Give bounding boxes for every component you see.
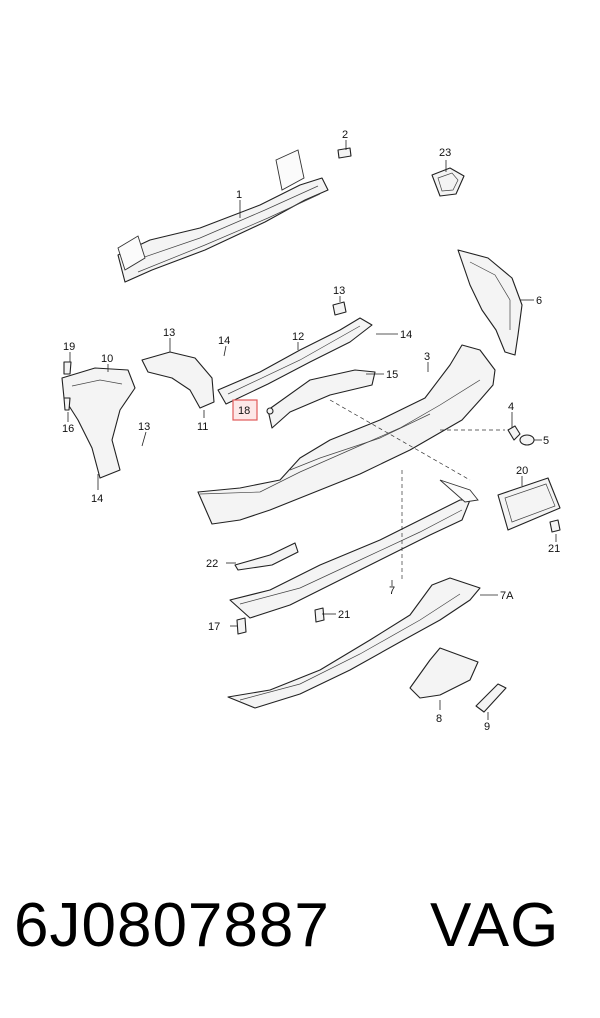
part-2-bolt <box>337 147 352 159</box>
callout-14-right: 14 <box>400 329 412 341</box>
part-21-bolt-lower <box>314 607 325 623</box>
part-17-bolt <box>236 617 247 635</box>
part-7a-lower-diffuser <box>227 577 481 709</box>
part-13-clip-upper <box>332 301 347 316</box>
callout-7a: 7A <box>500 590 514 602</box>
footer: 6J0807887 VAG <box>0 890 600 980</box>
part-10-side-bracket <box>61 367 136 479</box>
callout-21-right: 21 <box>548 543 560 555</box>
callout-12: 12 <box>292 331 304 343</box>
callout-14-bottom: 14 <box>91 493 103 505</box>
callout-18: 18 <box>238 405 250 417</box>
callout-20: 20 <box>516 465 528 477</box>
part-16-screw <box>63 397 71 411</box>
part-5-sensor-holder <box>519 434 535 446</box>
part-19-clip <box>63 361 72 375</box>
part-1-reinforcement-beam <box>117 149 329 283</box>
part-number: 6J0807887 <box>14 891 330 960</box>
callout-11: 11 <box>197 421 208 433</box>
part-15-inner-strip <box>267 369 376 429</box>
part-21-bolt-right <box>549 519 561 533</box>
part-8-cover <box>409 647 479 699</box>
callout-21-lower: 21 <box>338 609 350 621</box>
callout-6: 6 <box>536 295 542 307</box>
callout-7: 7 <box>389 585 395 597</box>
callout-19: 19 <box>63 341 75 353</box>
part-18-nut <box>266 407 274 415</box>
brand-name: VAG <box>430 891 560 960</box>
part-23-clip <box>431 167 465 197</box>
callout-17: 17 <box>208 621 220 633</box>
callout-10: 10 <box>101 353 113 365</box>
callout-14-left: 14 <box>218 335 230 347</box>
callout-18-highlight <box>232 399 258 421</box>
part-6-side-guide <box>457 249 523 356</box>
part-3-bumper-cover <box>197 344 496 525</box>
callout-8: 8 <box>436 713 442 725</box>
callout-22: 22 <box>206 558 218 570</box>
callout-15: 15 <box>386 369 398 381</box>
parts-diagram: 1 2 3 4 5 6 7 7A 8 9 10 11 12 13 13 13 1… <box>61 129 561 733</box>
part-9-trim <box>475 683 507 713</box>
callout-1: 1 <box>236 189 242 201</box>
part-20-plate-holder <box>497 477 561 531</box>
callout-16: 16 <box>62 423 74 435</box>
callout-13-top: 13 <box>333 285 345 297</box>
callout-13-side: 13 <box>138 421 150 433</box>
part-7-diffuser <box>229 479 479 619</box>
part-4-sensor <box>507 425 521 441</box>
callout-4: 4 <box>508 401 514 413</box>
callout-5: 5 <box>543 435 549 447</box>
callout-13-left: 13 <box>163 327 175 339</box>
part-11-bracket <box>141 351 215 409</box>
part-12-bracket <box>217 317 373 405</box>
callout-23: 23 <box>439 147 451 159</box>
callout-9: 9 <box>484 721 490 733</box>
part-22-reflector <box>234 542 299 571</box>
callout-3: 3 <box>424 351 430 363</box>
callout-2: 2 <box>342 129 348 141</box>
